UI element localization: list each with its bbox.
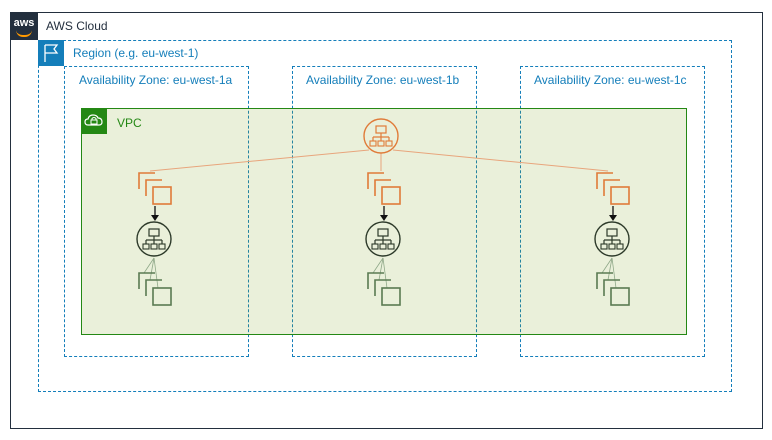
cloud-lock-icon	[81, 108, 107, 134]
instances-icon-b	[365, 256, 407, 313]
region-title: Region (e.g. eu-west-1)	[73, 46, 199, 60]
arrow-down-icon-b	[379, 206, 389, 227]
aws-logo-text: aws	[13, 17, 35, 29]
vpc-title: VPC	[117, 116, 142, 130]
load-balancer-icon-c	[593, 220, 631, 263]
availability-zone-c-title: Availability Zone: eu-west-1c	[534, 73, 687, 87]
aws-logo-icon: aws	[10, 12, 38, 40]
instances-icon-a	[136, 256, 178, 313]
arrow-down-icon-c	[608, 206, 618, 227]
auto-scaling-group-icon-b	[365, 170, 407, 215]
availability-zone-a	[64, 66, 249, 357]
connector-to-zone-c	[392, 149, 609, 172]
flag-icon	[38, 40, 64, 66]
availability-zone-b-title: Availability Zone: eu-west-1b	[306, 73, 460, 87]
connector-to-zone-a	[149, 149, 370, 172]
load-balancer-icon-b	[364, 220, 402, 263]
load-balancer-icon-a	[135, 220, 173, 263]
aws-cloud-group	[10, 12, 763, 429]
availability-zone-a-title: Availability Zone: eu-west-1a	[79, 73, 233, 87]
region-group	[38, 40, 732, 392]
availability-zone-b	[292, 66, 477, 357]
auto-scaling-group-icon-c	[594, 170, 636, 215]
load-balancer-icon	[362, 117, 400, 160]
instances-icon-c	[594, 256, 636, 313]
aws-cloud-title: AWS Cloud	[46, 19, 108, 33]
arrow-down-icon-a	[150, 206, 160, 227]
availability-zone-c	[520, 66, 705, 357]
auto-scaling-group-icon-a	[136, 170, 178, 215]
